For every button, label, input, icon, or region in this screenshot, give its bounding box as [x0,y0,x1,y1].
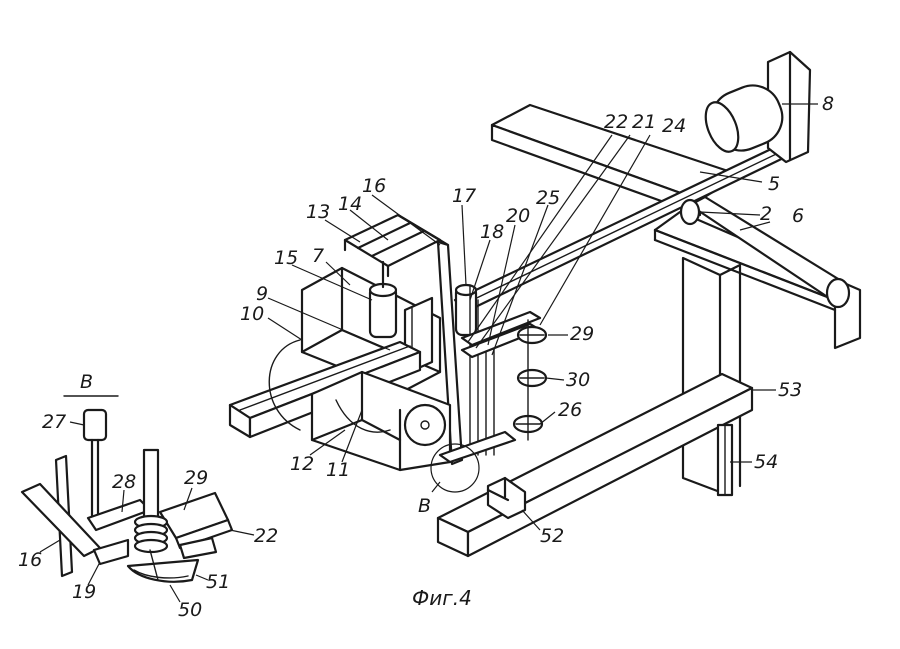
label-17: 17 [452,185,476,207]
cylinder-54 [716,423,734,497]
label-5: 5 [768,173,780,195]
detail-label-51: 51 [206,571,230,593]
detail-title-b: В [80,371,93,393]
label-22: 22 [604,111,628,133]
label-20: 20 [506,205,530,227]
motor-8 [704,50,812,164]
label-15: 15 [274,247,298,269]
label-12: 12 [290,453,314,475]
label-16: 16 [362,175,386,197]
detail-label-50: 50 [178,599,202,621]
pulley-29 [516,325,548,345]
cylinder-15 [368,260,398,339]
label-2: 2 [760,203,772,225]
label-8: 8 [822,93,834,115]
label-11: 11 [326,459,350,481]
upper-beam [490,103,742,217]
lower-box-11-12 [310,370,452,472]
label-14: 14 [338,193,362,215]
label-52: 52 [540,525,564,547]
top-frame-13-14 [343,213,450,278]
detail-label-19: 19 [72,581,96,603]
vertical-post-16 [436,240,464,466]
label-7: 7 [312,245,324,267]
label-6: 6 [792,205,804,227]
label-13: 13 [306,201,330,223]
label-53: 53 [778,379,802,401]
label-54: 54 [754,451,778,473]
label-18: 18 [480,221,504,243]
label-21: 21 [632,111,656,133]
label-10: 10 [240,303,264,325]
label-b-callout: В [418,495,431,517]
roller-2 [679,195,851,309]
label-29: 29 [570,323,594,345]
detail-circle-b [430,443,480,493]
pulley-30 [516,368,548,388]
leader-lines [267,103,818,531]
label-26: 26 [558,399,582,421]
detail-label-28: 28 [112,471,136,493]
sensor-52 [486,476,527,520]
label-9: 9 [256,283,268,305]
detail-b-view [20,395,234,583]
label-24: 24 [662,115,686,137]
rod-bundle-18-25 [438,284,542,464]
detail-label-29: 29 [184,467,208,489]
label-30: 30 [566,369,590,391]
label-25: 25 [536,187,560,209]
detail-leader-lines [39,421,255,603]
detail-label-16: 16 [18,549,42,571]
detail-label-22: 22 [254,525,278,547]
figure-caption: Фиг.4 [412,586,472,610]
detail-label-27: 27 [42,411,66,433]
